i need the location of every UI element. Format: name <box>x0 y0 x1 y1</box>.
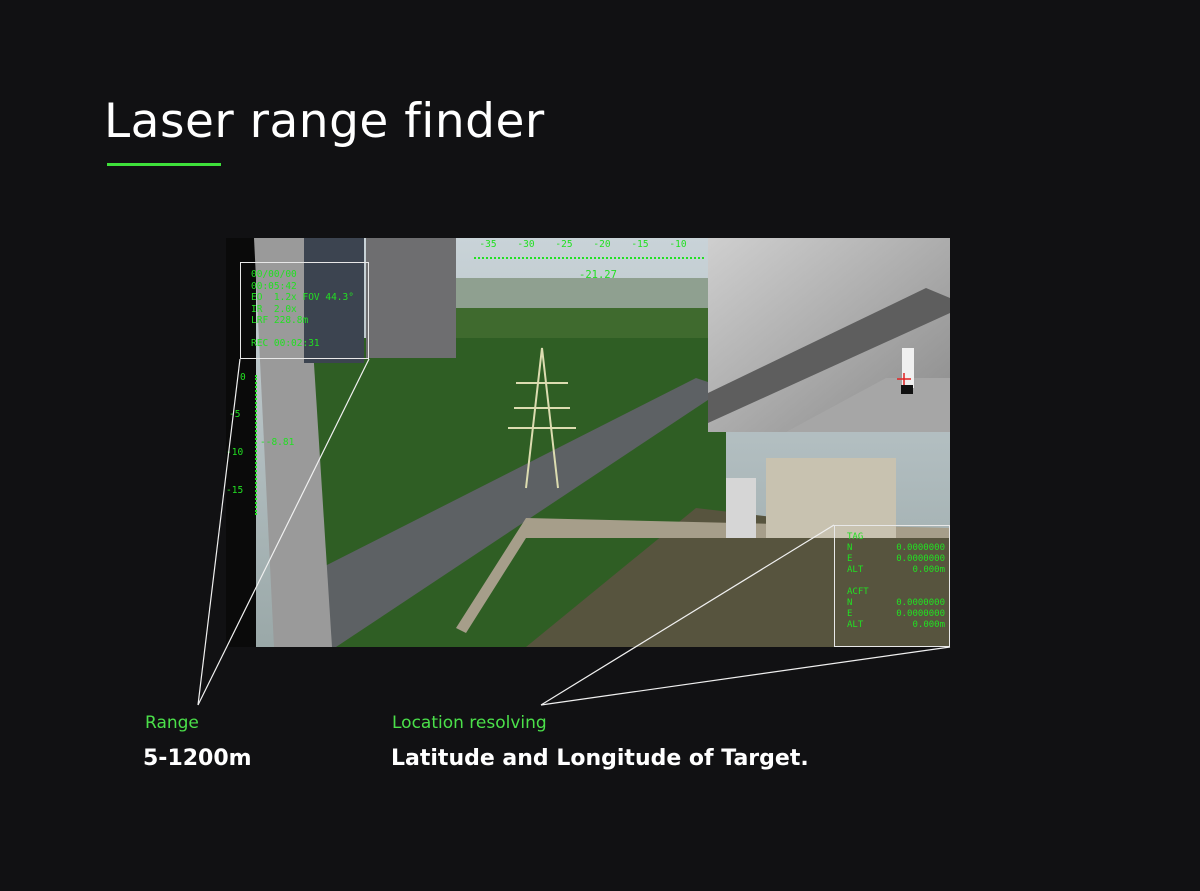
heading-scale-ticks <box>474 251 704 259</box>
osd-time: 00:05:42 <box>251 280 297 292</box>
heading-tick: -25 <box>555 239 573 250</box>
osd-date: 00/00/00 <box>251 269 297 280</box>
heading-value: -21.27 <box>579 269 617 281</box>
pitch-tick-0: 0 <box>240 372 246 383</box>
aircraft-label: ACFT <box>847 587 869 597</box>
pitch-tick-10: -10 <box>226 447 244 458</box>
target-n: 0.0000000 <box>896 543 945 553</box>
aircraft-n: 0.0000000 <box>896 598 945 608</box>
heading-tick: -20 <box>593 239 611 250</box>
page-title: Laser range finder <box>104 94 545 149</box>
aircraft-alt: 0.000m <box>912 620 945 630</box>
osd-rec: REC 00:02:31 <box>251 338 320 349</box>
heading-tick: -30 <box>517 239 535 250</box>
target-alt: 0.000m <box>912 565 945 575</box>
pitch-scale <box>255 375 261 515</box>
target-label: TAG <box>847 532 864 542</box>
title-underline <box>107 163 221 166</box>
location-label: Location resolving <box>392 713 547 733</box>
osd-eo: EO 1.2x FOV 44.3° <box>251 292 354 303</box>
pitch-value: --8.81 <box>260 437 295 448</box>
range-label: Range <box>145 713 199 733</box>
camera-view-image: -35 -30 -25 -20 -15 -10 -21.27 0 -5 -10 … <box>226 238 950 647</box>
scene-illustration <box>226 238 950 647</box>
range-value: 5-1200m <box>143 746 252 771</box>
pitch-tick-15: -15 <box>226 485 244 496</box>
osd-lrf: LRF 228.8m <box>251 315 309 326</box>
target-e: 0.0000000 <box>896 554 945 564</box>
heading-tick: -15 <box>631 239 649 250</box>
location-value: Latitude and Longitude of Target. <box>391 746 809 771</box>
pitch-tick-5: -5 <box>229 409 241 420</box>
heading-tick: -10 <box>669 239 687 250</box>
osd-ir: IR 2.0x <box>251 303 297 315</box>
aircraft-e: 0.0000000 <box>896 609 945 619</box>
heading-tick: -35 <box>479 239 497 250</box>
